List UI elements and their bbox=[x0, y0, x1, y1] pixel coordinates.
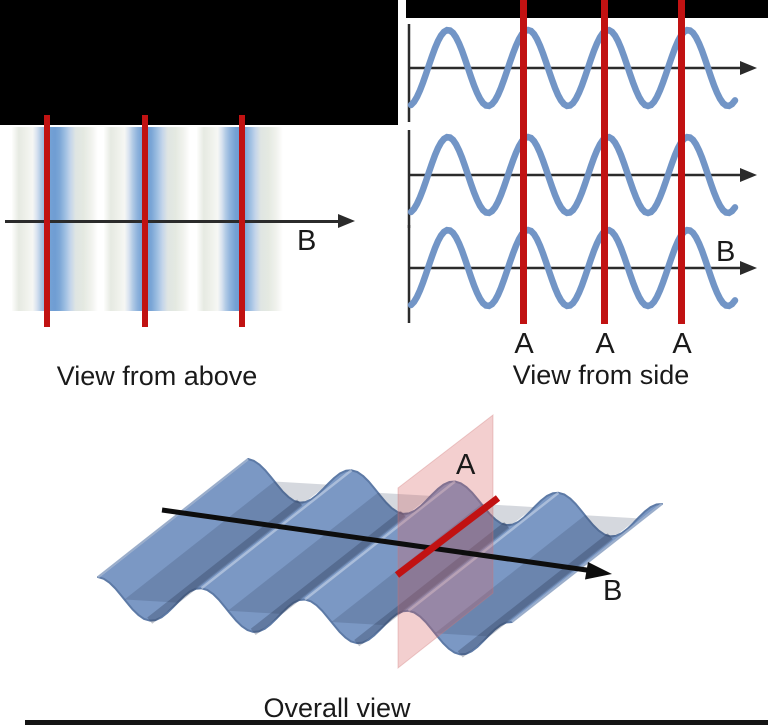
wavefront-label-a: A bbox=[514, 328, 534, 360]
black-mask-top-right bbox=[406, 0, 768, 18]
wavefront-red-line bbox=[520, 0, 527, 324]
wavefront-red-line bbox=[678, 0, 685, 324]
wavefront-red-line bbox=[239, 115, 245, 327]
ray-arrow-line bbox=[5, 220, 339, 223]
caption-view-from-side: View from side bbox=[512, 360, 690, 390]
wavefront-red-line bbox=[601, 0, 608, 324]
overall-view-3d-svg bbox=[97, 413, 663, 670]
caption-view-from-above: View from above bbox=[56, 361, 258, 391]
black-mask-bottom bbox=[25, 720, 768, 725]
ray-label-b: B bbox=[603, 575, 623, 607]
caption-overall-view: Overall view bbox=[263, 693, 411, 723]
wavefront-label-a: A bbox=[672, 328, 692, 360]
plane-label-a: A bbox=[456, 449, 476, 481]
ray-label-b: B bbox=[716, 236, 736, 268]
wavefront-label-a: A bbox=[595, 328, 615, 360]
wavefront-red-line bbox=[44, 115, 50, 327]
black-mask-top-left bbox=[0, 0, 398, 125]
wavefront-red-line bbox=[142, 115, 148, 327]
wavefront-band bbox=[12, 127, 98, 311]
side-view-waves-svg bbox=[407, 24, 757, 323]
ray-label-b: B bbox=[297, 225, 317, 257]
ray-arrowhead-icon bbox=[338, 214, 355, 228]
